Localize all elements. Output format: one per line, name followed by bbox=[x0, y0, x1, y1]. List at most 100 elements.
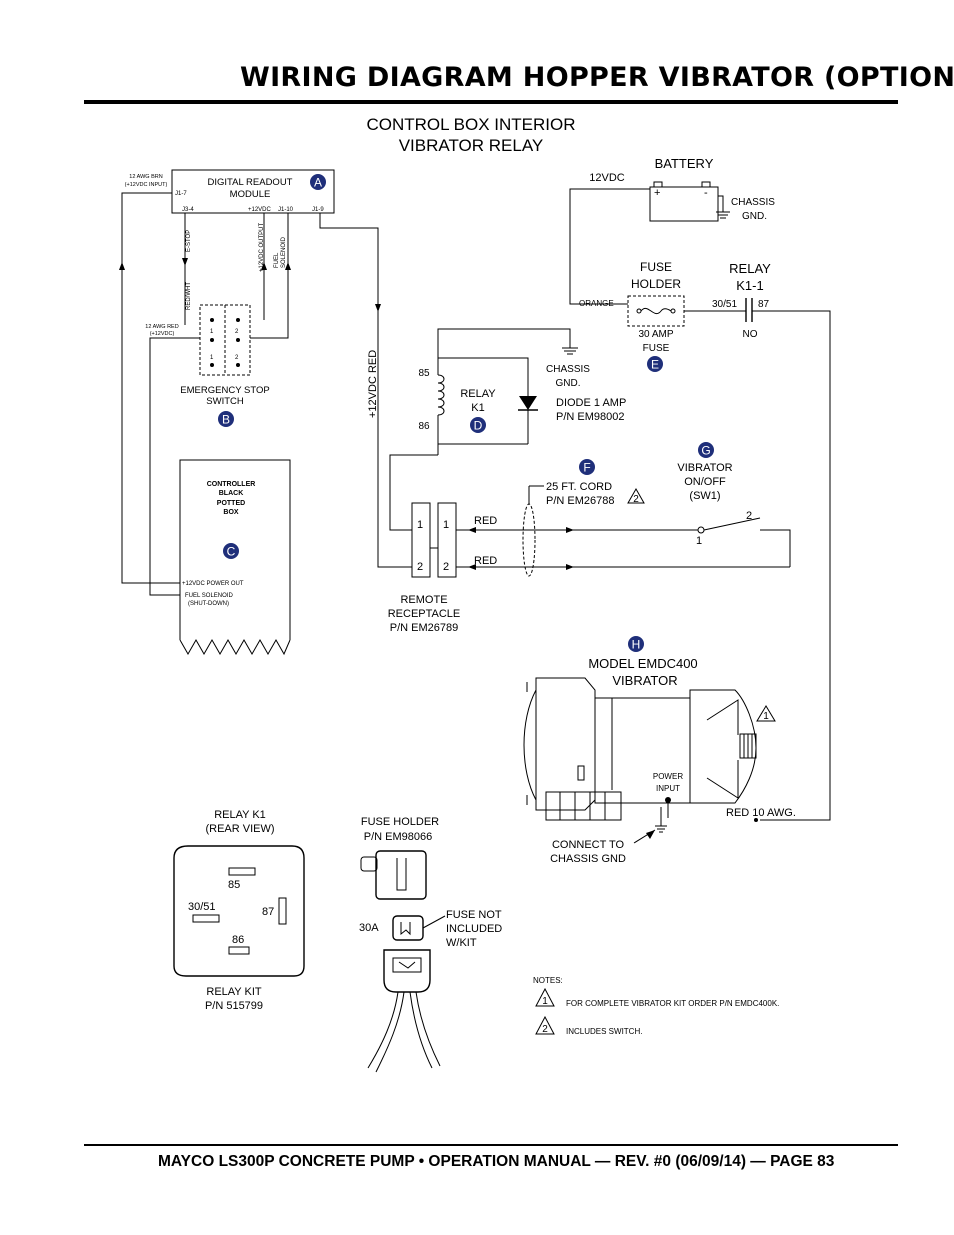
diagram-header-line2: VIBRATOR RELAY bbox=[399, 136, 544, 155]
controller-label3: POTTED bbox=[217, 500, 245, 507]
pin-j19: J1-9 bbox=[312, 207, 324, 213]
fuse-detail-label1: FUSE HOLDER bbox=[361, 816, 439, 828]
estop-contact-2b: 2 bbox=[235, 355, 239, 361]
switch-pin2: 2 bbox=[746, 510, 752, 522]
relay-chassis-label2: GND. bbox=[556, 378, 581, 389]
notes: NOTES: 1 FOR COMPLETE VIBRATOR KIT ORDER… bbox=[533, 976, 779, 1036]
vdc-red-wire-label: +12VDC RED bbox=[367, 350, 379, 418]
pin-j17: J1-7 bbox=[175, 191, 187, 197]
brn-wire-label1: 12 AWG BRN bbox=[129, 174, 162, 180]
relay-k1-pin85: 85 bbox=[418, 368, 430, 379]
battery-chassis-label2: GND. bbox=[742, 211, 767, 222]
relay-k11-label2: K1-1 bbox=[736, 278, 763, 293]
badge-b-label: B bbox=[222, 413, 230, 427]
footer-rule bbox=[84, 1144, 898, 1146]
fuse-holder-label1: FUSE bbox=[640, 260, 672, 274]
remote-receptacle: 1 1 2 2 REMOTE RECEPTACLE P/N EM26789 bbox=[388, 502, 461, 634]
controller-label2: BLACK bbox=[219, 490, 244, 497]
badge-c-label: C bbox=[227, 545, 236, 559]
title-rule bbox=[84, 100, 898, 104]
relay-k1-label1: RELAY bbox=[460, 388, 496, 400]
badge-c bbox=[223, 543, 239, 559]
digital-readout-label2: MODULE bbox=[230, 189, 271, 200]
switch-label1: VIBRATOR bbox=[677, 462, 732, 474]
badge-h bbox=[628, 636, 644, 652]
battery: BATTERY 12VDC + - CHASSIS GND. bbox=[569, 156, 775, 305]
badge-d bbox=[470, 417, 486, 433]
fuse-rating-label2: FUSE bbox=[643, 343, 670, 354]
relay-rear-pin86: 86 bbox=[232, 934, 244, 946]
relay-chassis-label1: CHASSIS bbox=[546, 364, 590, 375]
note2-text: INCLUDES SWITCH. bbox=[566, 1027, 642, 1036]
fuse-holder-detail: FUSE HOLDER P/N EM98066 30A FUSE NOT INC… bbox=[359, 816, 502, 1073]
relay-k1-label2: K1 bbox=[471, 402, 484, 414]
receptacle-pin-1b: 1 bbox=[443, 519, 449, 531]
relay-k11-pin87: 87 bbox=[758, 299, 770, 310]
switch-pin1: 1 bbox=[696, 535, 702, 547]
diode-label2: P/N EM98002 bbox=[556, 411, 624, 423]
battery-plus: + bbox=[654, 187, 660, 199]
receptacle-pin-2b: 2 bbox=[443, 561, 449, 573]
fuse-detail-note2: INCLUDED bbox=[446, 923, 502, 935]
estop-wire-label: E-STOP bbox=[186, 230, 192, 252]
battery-voltage: 12VDC bbox=[589, 172, 625, 184]
red12-wire-label1: 12 AWG RED bbox=[145, 324, 178, 330]
badge-d-label: D bbox=[474, 419, 483, 433]
vibrator-note-ref: 1 bbox=[763, 711, 769, 722]
battery-minus: - bbox=[704, 187, 708, 199]
badge-g bbox=[698, 442, 714, 458]
relay-rear-view: RELAY K1 (REAR VIEW) 85 30/51 87 86 RELA… bbox=[173, 809, 305, 1012]
estop-label2: SWITCH bbox=[206, 396, 244, 407]
receptacle-pin-2a: 2 bbox=[417, 561, 423, 573]
cord-note-ref: 2 bbox=[633, 494, 639, 505]
cord-wire1: RED bbox=[474, 515, 497, 527]
diagram-header-line1: CONTROL BOX INTERIOR bbox=[366, 115, 575, 134]
estop-label1: EMERGENCY STOP bbox=[180, 385, 269, 396]
controller-box: CONTROLLER BLACK POTTED BOX C +12VDC POW… bbox=[179, 459, 291, 656]
orange-wire-label: ORANGE bbox=[579, 299, 614, 308]
relay-k1: CHASSIS GND. 85 86 RELAY K1 D DIODE 1 AM… bbox=[389, 328, 626, 531]
receptacle-label2: RECEPTACLE bbox=[388, 608, 461, 620]
cord: RED RED F 25 FT. CORD P/N EM26788 2 bbox=[456, 459, 790, 577]
fuse-detail-note3: W/KIT bbox=[446, 937, 477, 949]
relay-rear-label2: (REAR VIEW) bbox=[205, 823, 274, 835]
badge-f bbox=[579, 459, 595, 475]
relay-k1-pin86: 86 bbox=[418, 421, 430, 432]
note2-num: 2 bbox=[542, 1024, 548, 1035]
diode-label1: DIODE 1 AMP bbox=[556, 397, 626, 409]
switch-label3: (SW1) bbox=[689, 490, 720, 502]
fuse-holder-label2: HOLDER bbox=[631, 277, 681, 291]
relay-k1-1: RELAY K1-1 30/51 87 NO bbox=[684, 261, 831, 821]
red12-wire-label2: (+12VDC) bbox=[150, 331, 175, 337]
vibrator-gnd-label2: CHASSIS GND bbox=[550, 853, 626, 865]
output-12vdc-wire-label: +12VDC OUTPUT bbox=[259, 222, 265, 272]
estop-contact-2a: 2 bbox=[235, 329, 239, 335]
fuel-wire-label1: FUEL bbox=[274, 252, 280, 268]
cord-label1: 25 FT. CORD bbox=[546, 481, 612, 493]
vibrator-switch: G VIBRATOR ON/OFF (SW1) 1 2 bbox=[677, 442, 791, 567]
page-title: WIRING DIAGRAM HOPPER VIBRATOR (OPTION) bbox=[240, 62, 954, 93]
pin-12vdc: +12VDC bbox=[248, 207, 272, 213]
badge-e bbox=[647, 356, 663, 372]
red-wht-wire-label: RED/WHT bbox=[186, 282, 192, 310]
digital-readout-module: DIGITAL READOUT MODULE J1-7 J3-4 +12VDC … bbox=[171, 169, 335, 214]
badge-a bbox=[310, 174, 326, 190]
fuse-detail-label2: P/N EM98066 bbox=[364, 831, 432, 843]
vibrator-gnd-label1: CONNECT TO bbox=[552, 839, 625, 851]
note1-text: FOR COMPLETE VIBRATOR KIT ORDER P/N EMDC… bbox=[566, 999, 779, 1008]
badge-g-label: G bbox=[701, 444, 710, 458]
fuel-wire-label2: SOLENOID bbox=[281, 236, 287, 268]
badge-h-label: H bbox=[632, 638, 641, 652]
vibrator-label1: MODEL EMDC400 bbox=[588, 656, 697, 671]
notes-heading: NOTES: bbox=[533, 976, 563, 985]
controller-label4: BOX bbox=[223, 509, 239, 516]
controller-fuel-label1: FUEL SOLENOID bbox=[185, 593, 233, 599]
estop-contact-1b: 1 bbox=[210, 355, 214, 361]
relay-kit-label1: RELAY KIT bbox=[206, 986, 262, 998]
relay-rear-pin87: 87 bbox=[262, 906, 274, 918]
pin-j110: J1-10 bbox=[278, 207, 294, 213]
note1-num: 1 bbox=[542, 996, 548, 1007]
power-input-label1: POWER bbox=[653, 772, 683, 781]
cord-label2: P/N EM26788 bbox=[546, 495, 614, 507]
vibrator: H MODEL EMDC400 VIBRATOR 1 POWER INPUT R… bbox=[523, 636, 796, 865]
